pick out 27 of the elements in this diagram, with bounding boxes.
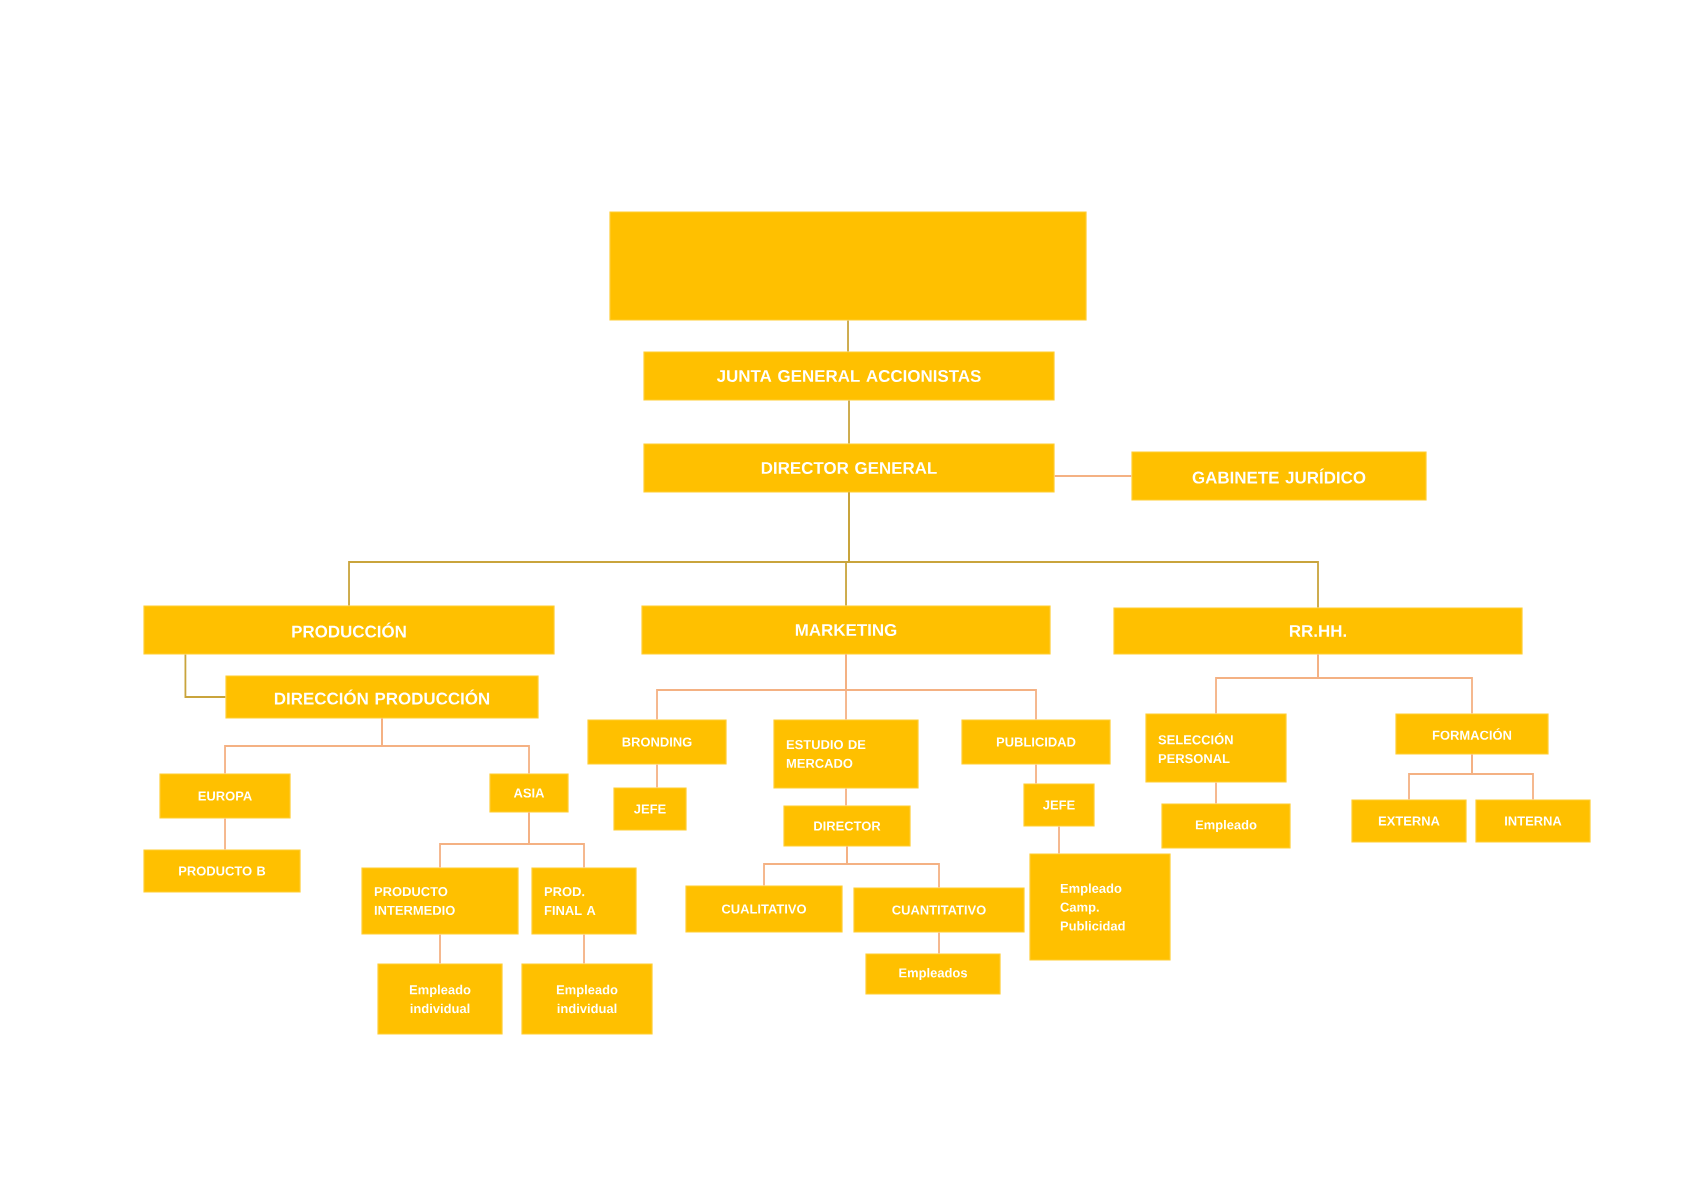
connector-line (1053, 475, 1133, 477)
org-box (609, 211, 1087, 321)
connector-line (528, 811, 585, 869)
connector-line (845, 787, 847, 807)
org-box: GABINETE JURÍDICO (1131, 451, 1427, 501)
connector-line (847, 319, 849, 353)
connector-line (1317, 653, 1473, 715)
connector-line (1035, 763, 1037, 785)
connector-line (1215, 781, 1217, 805)
connector-line (439, 933, 441, 965)
connector-line (224, 817, 226, 851)
org-box: DIRECTOR GENERAL (643, 443, 1055, 493)
connector-line (848, 399, 850, 445)
org-box: MARKETING (641, 605, 1051, 655)
connector-line (381, 717, 530, 775)
connector-line (583, 933, 585, 965)
connector-line (846, 845, 940, 889)
connector-line (1058, 825, 1060, 855)
org-box: JUNTA GENERAL ACCIONISTAS (643, 351, 1055, 401)
org-box: DIRECCIÓN PRODUCCIÓN (225, 675, 539, 719)
connector-line (1471, 753, 1534, 801)
connector-line (938, 931, 940, 955)
org-box: PRODUCCIÓN (143, 605, 555, 655)
connector-line (845, 653, 1037, 721)
connector-line (656, 763, 658, 789)
org-box: RR.HH. (1113, 607, 1523, 655)
connector-line (848, 491, 1319, 609)
